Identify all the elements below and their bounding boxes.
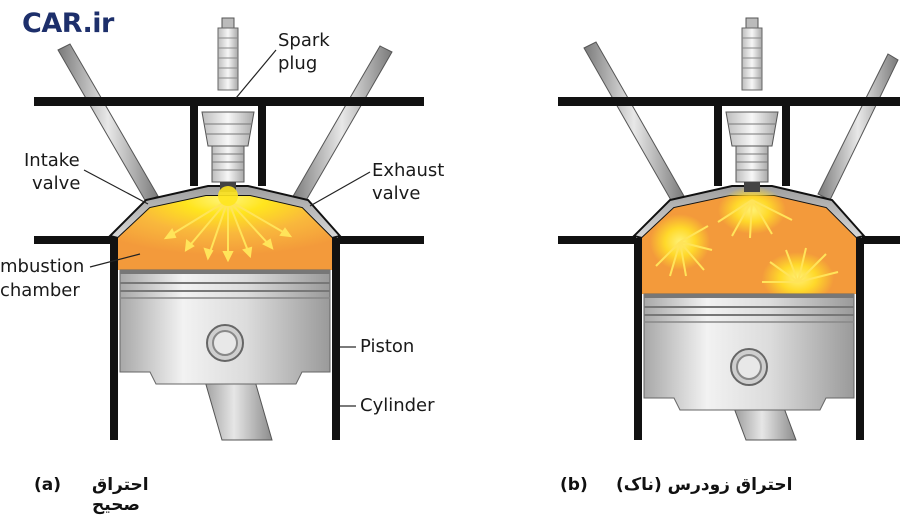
- cylinder-wall-left: [110, 238, 118, 440]
- caption-a-letter: (a): [34, 475, 62, 495]
- label-exhaust: Exhaust: [372, 160, 445, 181]
- cylinder-wall-left-b: [634, 238, 642, 440]
- label-chamber: chamber: [0, 280, 80, 301]
- engine-b: [558, 17, 900, 441]
- flame-arrows: [163, 199, 293, 263]
- intake-valve-stem-b: [583, 41, 685, 203]
- piston-a: [119, 269, 331, 385]
- caption-b-letter: (b): [560, 475, 588, 495]
- flame-arrows-b: [655, 199, 839, 283]
- spark-plug-b: [725, 17, 779, 192]
- spark-plug-a: [201, 17, 255, 206]
- head-lower-bar-left: [34, 236, 114, 244]
- label-exhaust-valve: valve: [372, 183, 421, 204]
- engine-a: [34, 17, 424, 441]
- leader-lines-a: [83, 49, 371, 407]
- plug-housing-b: [714, 97, 790, 186]
- label-intake-valve: valve: [32, 173, 81, 194]
- label-cylinder: Cylinder: [360, 395, 435, 416]
- caption-b-text: احتراق زودرس (ناک): [616, 475, 793, 495]
- cylinder-wall-right-b: [856, 238, 864, 440]
- piston-b: [643, 293, 855, 411]
- head-lower-bar-right-b: [862, 236, 900, 244]
- label-plug: plug: [278, 53, 318, 74]
- head-lower-bar-left-b: [558, 236, 636, 244]
- plug-housing: [190, 97, 266, 186]
- intake-valve-stem: [57, 43, 159, 203]
- car-ir-logo: CAR.ir: [22, 8, 114, 39]
- caption-a-text: احتراق صحیح: [92, 475, 149, 515]
- label-intake: Intake: [24, 150, 80, 171]
- label-spark: Spark: [278, 30, 330, 51]
- head-lower-bar-right: [338, 236, 424, 244]
- cylinder-wall-right: [332, 238, 340, 440]
- label-combustion: mbustion: [0, 256, 85, 277]
- exhaust-valve-stem-b: [817, 53, 899, 201]
- combustion-chamber: [118, 196, 332, 270]
- label-piston: Piston: [360, 336, 415, 357]
